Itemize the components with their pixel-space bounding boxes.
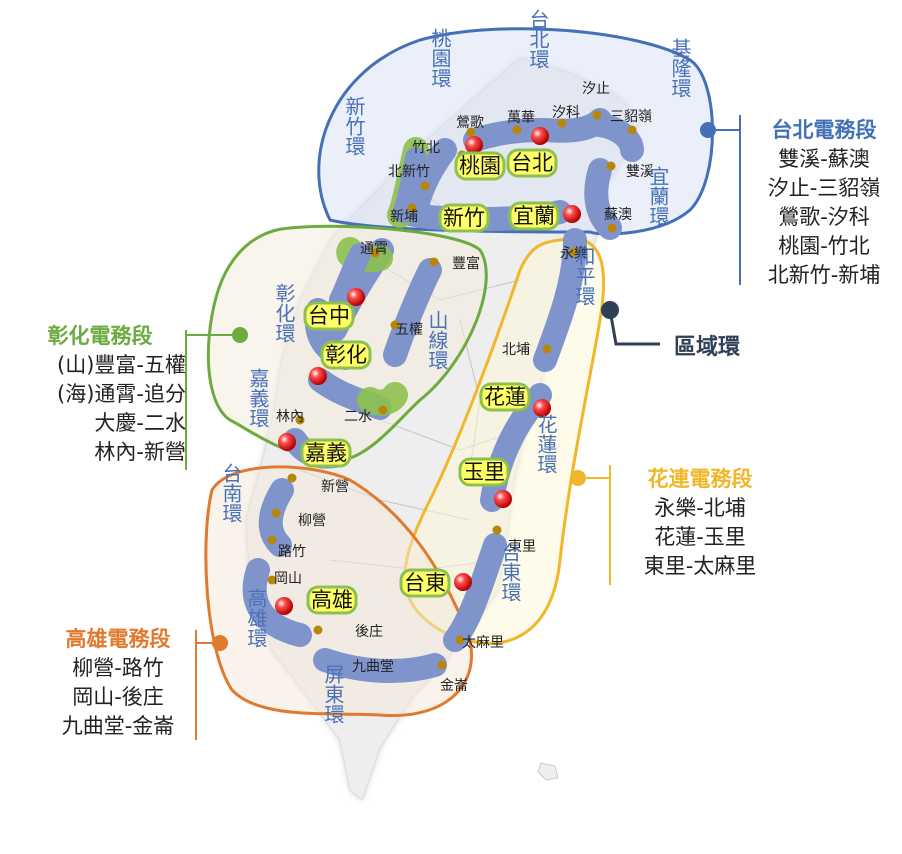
hub-label-kaohsiung: 高雄 [311, 588, 353, 612]
hub-label-yuli: 玉里 [463, 460, 505, 484]
ring-label-chiayi: 嘉義環 [246, 368, 270, 428]
station-label-xinying: 新營 [321, 479, 349, 495]
kaohsiung-district-line: 柳營-路竹 [72, 656, 164, 680]
ring-label-hsinchu: 新竹環 [342, 96, 366, 156]
hualien-district-line: 花蓮-玉里 [654, 525, 746, 549]
hualien-district-line: 永樂-北埔 [654, 496, 746, 520]
hub-label-taipei: 台北 [511, 151, 553, 175]
station-label-zhubei: 竹北 [412, 140, 440, 156]
station-label-xizhi: 汐止 [582, 81, 610, 97]
station-label-beixinzhu: 北新竹 [388, 164, 430, 180]
station-label-ershui: 二水 [344, 409, 372, 425]
station-label-houzhuang: 後庄 [355, 623, 383, 640]
changhua-district-title: 彰化電務段 [47, 324, 153, 348]
changhua-legend-marker [232, 327, 248, 343]
station-label-wanhua: 萬華 [507, 110, 535, 126]
ring-pointer-label: 區域環 [674, 334, 741, 360]
kaohsiung-legend-marker [212, 635, 228, 651]
changhua-district-line: (海)通霄-追分 [57, 382, 186, 406]
station-label-xike: 汐科 [552, 105, 580, 121]
station-labels: 汐止 鶯歌 萬華 汐科 三貂嶺 竹北 北新竹 新埔 雙溪 蘇澳 永樂 通霄 豐富… [274, 81, 654, 694]
ring-label-taoyuan: 桃園環 [428, 28, 452, 88]
taipei-district-line: 汐止-三貂嶺 [767, 176, 881, 200]
taipei-district-line: 雙溪-蘇澳 [778, 147, 870, 171]
station-label-beipu: 北埔 [502, 342, 530, 358]
station-label-sandiaoling: 三貂嶺 [610, 109, 652, 125]
ring-label-changhua: 彰化環 [272, 283, 296, 343]
kaohsiung-district-line: 九曲堂-金崙 [61, 714, 175, 738]
changhua-district-line: (山)豐富-五權 [57, 353, 186, 377]
station-label-taimali: 太麻里 [462, 635, 504, 651]
kaohsiung-district-line: 岡山-後庄 [72, 685, 164, 709]
taipei-district-line: 桃園-竹北 [778, 234, 870, 258]
station-label-linnei: 林內 [276, 409, 304, 425]
hub-label-taichung: 台中 [308, 304, 350, 328]
ring-label-shanxian: 山線環 [425, 310, 449, 370]
station-label-gangshan: 岡山 [274, 571, 302, 587]
hualien-district-title: 花連電務段 [647, 467, 753, 491]
hub-label-chiayi: 嘉義 [305, 441, 347, 465]
station-label-luzhu: 路竹 [278, 544, 306, 560]
ring-label-kaohsiung: 高雄環 [244, 588, 268, 648]
ring-label-keelung: 基隆環 [668, 38, 692, 98]
hub-pins [275, 127, 581, 615]
station-dots [267, 110, 637, 670]
kaohsiung-district-legend: 高雄電務段 柳營-路竹 岡山-後庄 九曲堂-金崙 [40, 625, 196, 741]
hub-label-hualien: 花蓮 [484, 385, 526, 409]
taipei-district-line: 北新竹-新埔 [767, 263, 881, 287]
station-label-jiuqutang: 九曲堂 [352, 659, 394, 675]
hualien-district-line: 東里-太麻里 [643, 554, 757, 578]
hub-label-taoyuan: 桃園 [459, 154, 501, 178]
ring-label-yilan: 宜蘭環 [646, 166, 670, 226]
station-label-shuangxi: 雙溪 [626, 164, 654, 180]
taipei-district-line: 鶯歌-汐科 [778, 205, 870, 229]
kaohsiung-district-title: 高雄電務段 [65, 627, 171, 651]
ring-label-heping: 和平環 [572, 246, 596, 306]
station-label-jinlun: 金崙 [440, 678, 468, 694]
station-label-yongle: 永樂 [560, 245, 588, 262]
ring-label-taitung: 台東環 [498, 542, 522, 602]
taipei-legend-marker [700, 122, 716, 138]
taipei-district-title: 台北電務段 [771, 118, 877, 142]
ring-tracks-overlay [329, 147, 427, 311]
station-label-yingge: 鶯歌 [456, 115, 484, 131]
station-label-xinpu: 新埔 [390, 209, 418, 225]
station-label-wuquan: 五權 [395, 322, 423, 338]
hub-label-taitung: 台東 [404, 571, 446, 595]
station-label-fengfu: 豐富 [452, 255, 480, 272]
hualien-district-legend: 花連電務段 永樂-北埔 花蓮-玉里 東里-太麻里 [622, 465, 778, 581]
hub-label-changhua: 彰化 [325, 343, 367, 367]
changhua-district-line: 大慶-二水 [94, 411, 186, 435]
station-label-suao: 蘇澳 [604, 207, 632, 223]
ring-labels: 台北環 桃園環 新竹環 基隆環 宜蘭環 和平環 彰化環 山線環 嘉義環 花蓮環 … [219, 9, 692, 724]
station-label-dongli: 東里 [508, 539, 536, 555]
green-island [537, 762, 559, 781]
ring-label-tainan: 台南環 [219, 463, 243, 523]
hualien-legend-marker [570, 470, 586, 486]
station-label-liuying: 柳營 [298, 512, 326, 529]
taipei-district-legend: 台北電務段 雙溪-蘇澳 汐止-三貂嶺 鶯歌-汐科 桃園-竹北 北新竹-新埔 [746, 116, 902, 290]
hub-labels: 桃園 台北 新竹 宜蘭 台中 彰化 嘉義 花蓮 玉里 台東 高雄 [300, 148, 560, 615]
changhua-district-line: 林內-新營 [94, 440, 186, 464]
ring-label-hualien: 花蓮環 [534, 414, 558, 474]
ring-label-pingtung: 屏東環 [321, 664, 345, 724]
station-label-tongxiao: 通霄 [360, 241, 388, 257]
ring-legend-marker [601, 301, 619, 319]
hub-label-yilan: 宜蘭 [513, 204, 555, 228]
changhua-district-legend: 彰化電務段 (山)豐富-五權 (海)通霄-追分 大慶-二水 林內-新營 [14, 322, 187, 467]
hub-label-hsinchu: 新竹 [443, 206, 485, 230]
